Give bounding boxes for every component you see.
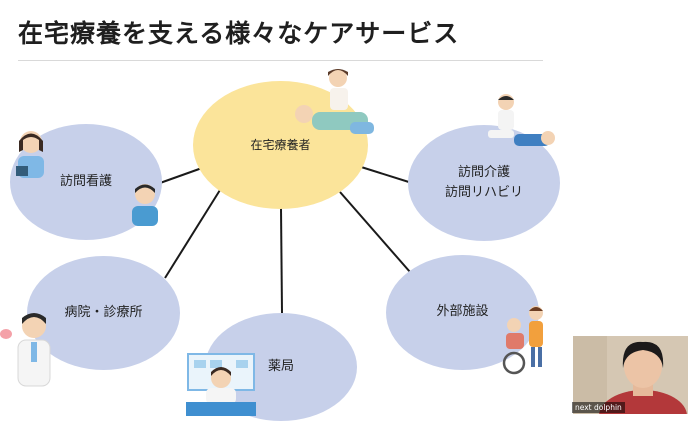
- wheelchair-caregiver-illustration: [502, 306, 543, 375]
- bubble-hospital: 病院・診療所: [27, 256, 180, 370]
- center-bubble-home-patient: 在宅療養者: [193, 81, 368, 209]
- connector-hospital: [164, 189, 221, 279]
- nurse-caring-patient-illustration: [295, 69, 374, 134]
- participant-name-label: next dolphin: [572, 402, 625, 413]
- rehab-therapist-illustration: [488, 94, 555, 146]
- label-outside-facility: 外部施設: [436, 304, 489, 320]
- title-divider: [18, 60, 543, 61]
- connector-pharmacy: [280, 207, 283, 314]
- label-visiting-rehab: 訪問リハビリ: [444, 185, 523, 200]
- pharmacist-counter-illustration: [186, 353, 256, 416]
- label-pharmacy: 薬局: [267, 358, 294, 374]
- label-hospital: 病院・診療所: [64, 304, 143, 320]
- connector-visiting-care: [357, 165, 413, 184]
- bubble-outside-facility: 外部施設: [386, 255, 539, 370]
- doctor-icon: [0, 313, 51, 387]
- nurse-icon: [16, 131, 44, 178]
- bubble-visiting-care: 訪問介護 訪問リハビリ: [408, 125, 560, 241]
- caregiver-icon: [132, 184, 158, 226]
- label-visiting-nursing: 訪問看護: [59, 173, 112, 189]
- connector-outside: [339, 191, 411, 273]
- connector-visiting-nursing: [159, 167, 203, 184]
- slide-title: 在宅療養を支える様々なケアサービス: [18, 19, 460, 48]
- label-visiting-care: 訪問介護: [457, 164, 510, 180]
- center-label: 在宅療養者: [250, 137, 311, 152]
- webcam-video-tile[interactable]: [573, 336, 688, 414]
